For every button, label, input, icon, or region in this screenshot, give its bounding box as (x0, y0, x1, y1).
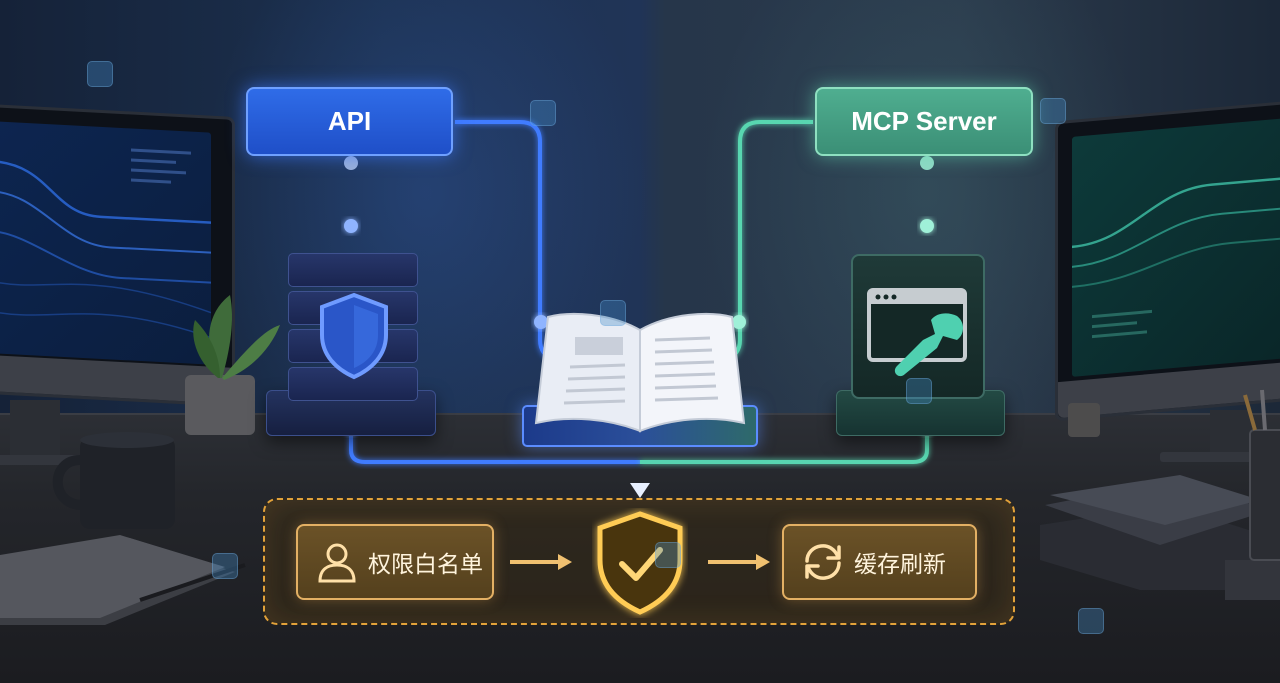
terminal-wrench-icon (851, 254, 985, 399)
connector-dot (344, 156, 358, 170)
whitelist-label: 权限白名单 (368, 552, 483, 578)
cache-refresh-label: 缓存刷新 (854, 552, 946, 578)
arrow-right-icon (510, 554, 572, 570)
server-stack-icon (288, 253, 418, 403)
refresh-icon (805, 544, 841, 580)
watermark-icon (212, 553, 238, 579)
server-to-merge-line (349, 428, 640, 464)
connector-dot (344, 219, 358, 233)
pen-holder (1243, 389, 1280, 561)
watermark-icon (600, 300, 626, 326)
watermark-icon (906, 378, 932, 404)
monitor-left-stand-base (0, 455, 90, 465)
api-label-text: API (327, 106, 372, 136)
user-icon (318, 543, 356, 583)
arrow-right-icon (708, 554, 770, 570)
watermark-icon (1078, 608, 1104, 634)
book-stack (1040, 475, 1280, 600)
mcp-server-label-text: MCP Server (851, 106, 997, 136)
monitor-right-graphics (1072, 176, 1280, 339)
shield-check-icon (597, 511, 683, 615)
cache-refresh-step: 缓存刷新 (782, 524, 977, 600)
small-cup (1068, 403, 1100, 437)
connector-dot (920, 219, 934, 233)
open-book-icon (534, 312, 746, 433)
monitor-right (1055, 98, 1280, 422)
monitor-right-stand-base (1160, 452, 1260, 462)
monitor-left-stand (10, 400, 60, 460)
whitelist-step: 权限白名单 (296, 524, 494, 600)
monitor-right-screen (1072, 117, 1280, 377)
coffee-mug (52, 432, 175, 529)
connector-dot (534, 315, 548, 329)
server-unit (288, 253, 418, 287)
shield-icon (320, 292, 388, 380)
mcp-server-label: MCP Server (815, 87, 1033, 156)
monitor-left-screen (0, 121, 211, 365)
plant (185, 295, 280, 435)
watermark-icon (530, 100, 556, 126)
api-label: API (246, 87, 453, 156)
terminal-window-icon (867, 288, 967, 377)
connector-dot (920, 156, 934, 170)
monitor-left-graphics (0, 148, 211, 339)
watermark-icon (87, 61, 113, 87)
tool-to-merge-line (640, 428, 929, 464)
monitor-right-stand (1210, 410, 1250, 460)
watermark-icon (1040, 98, 1066, 124)
monitor-left (0, 103, 235, 407)
connector-dot (732, 315, 746, 329)
watermark-icon (655, 542, 681, 568)
notebook (0, 535, 246, 625)
merge-arrow-head (630, 483, 650, 498)
